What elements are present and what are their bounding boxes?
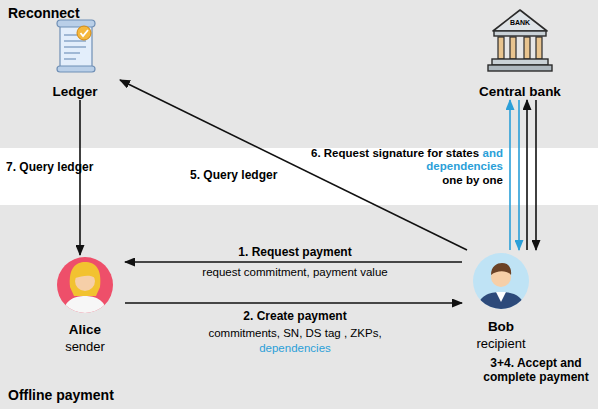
node-title: Alice (69, 321, 101, 338)
annotation-text: one by one (442, 174, 503, 186)
node-title: Central bank (479, 83, 561, 100)
node-title: Bob (488, 318, 514, 335)
bank-node: Central bank (465, 12, 575, 100)
node-subtitle: sender (65, 338, 105, 355)
node-subtitle: recipient (476, 335, 525, 352)
ledger-icon (57, 20, 95, 72)
annotation-text: and dependencies (426, 147, 503, 172)
arrow-connector (79, 100, 81, 255)
bank-icon (488, 10, 552, 71)
arrow-connector (125, 261, 462, 263)
arrow-connector (518, 100, 520, 250)
node-title: Ledger (52, 83, 97, 100)
alice-avatar (57, 257, 113, 316)
arrow-connector (125, 302, 462, 304)
band-region: ReconnectLedger Central bank (0, 0, 598, 148)
bob-avatar (473, 253, 529, 312)
edge-label: 5. Query ledger (190, 168, 310, 182)
edge-label: 7. Query ledger (6, 160, 116, 174)
node-title: Reconnect (8, 5, 80, 21)
band-region: Offline paymentAlicesenderBobrecipient (0, 205, 598, 409)
arrow-connector (120, 80, 467, 250)
actor-node: Alicesender (45, 255, 125, 355)
annotation-text: 6. Request signature for states (311, 147, 479, 159)
ledger-node: Ledger (30, 18, 120, 100)
node-title: Offline payment (8, 387, 114, 403)
label-group: one by one (285, 173, 503, 187)
label-group: 6. Request signature for statesand depen… (285, 147, 503, 173)
arrow-connector (526, 100, 528, 250)
actor-node: Bobrecipient (462, 250, 540, 352)
arrow-connector (535, 100, 537, 250)
arrow-connector (509, 100, 511, 250)
